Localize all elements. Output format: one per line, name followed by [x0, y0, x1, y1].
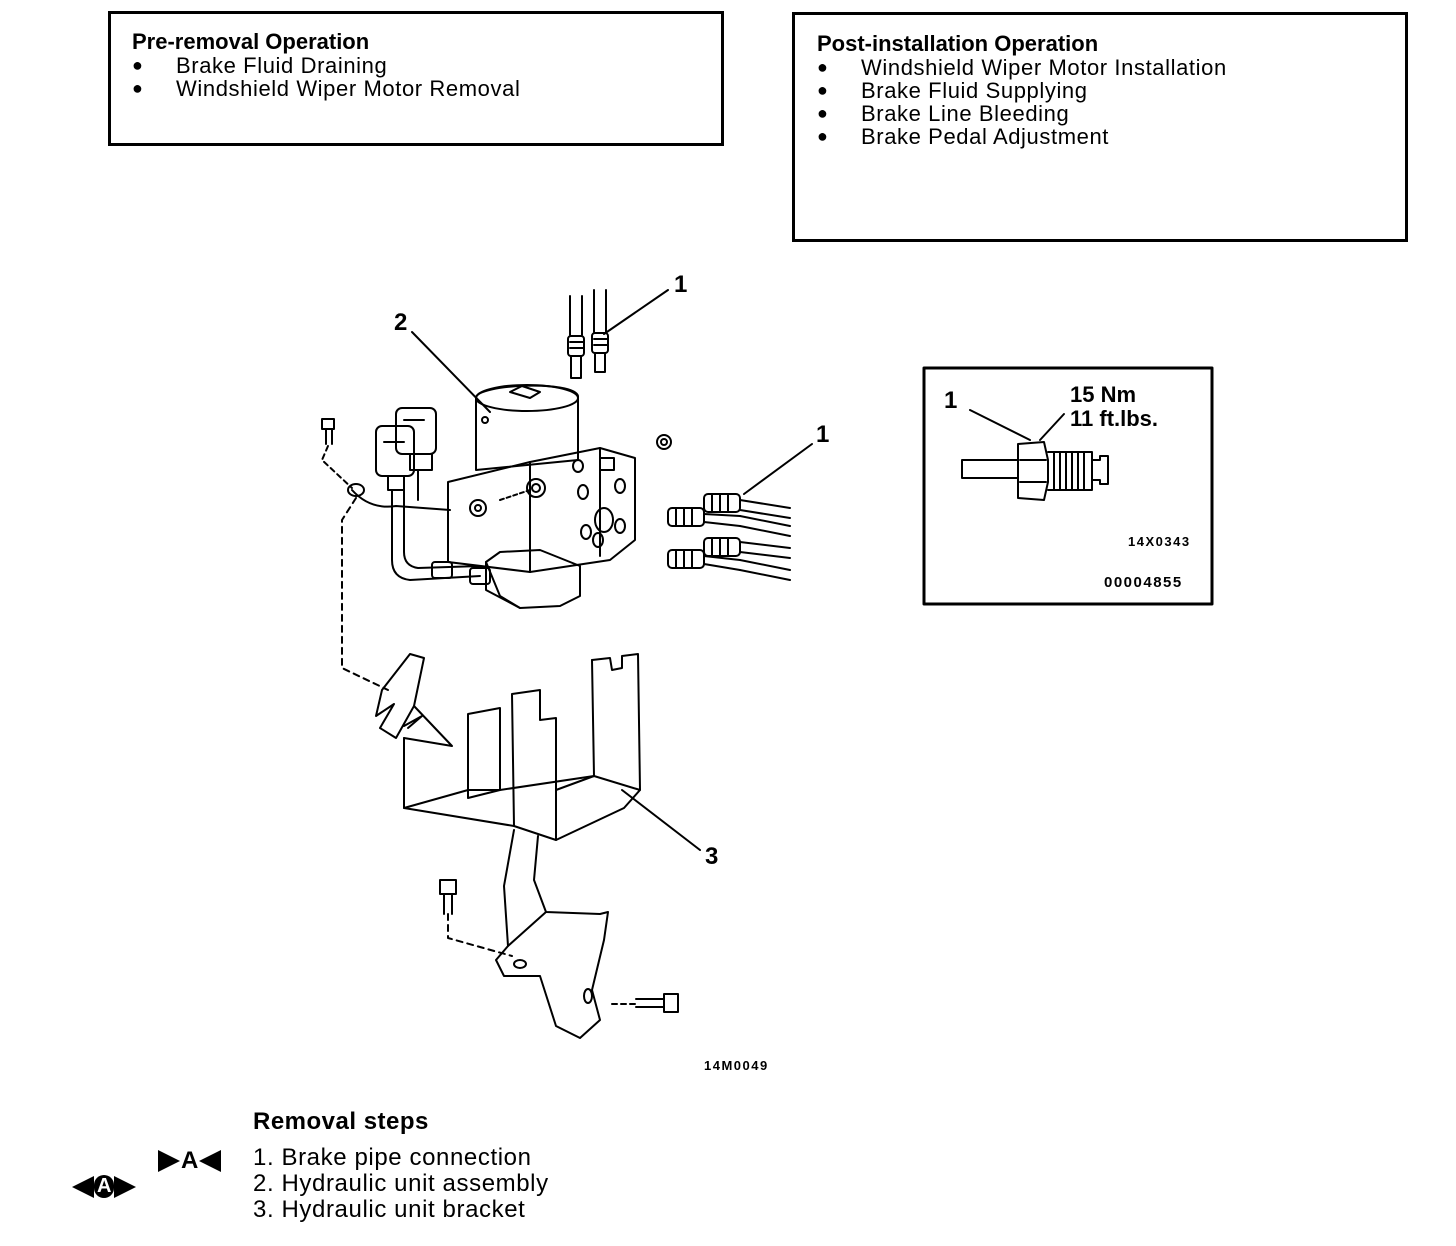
bullet-icon: ● — [817, 57, 829, 77]
removal-steps-title: Removal steps — [253, 1108, 429, 1135]
removal-steps-list: 1. Brake pipe connection 2. Hydraulic un… — [253, 1145, 549, 1223]
post-installation-operation-box: Post-installation Operation ● Windshield … — [792, 12, 1408, 242]
callout-2: 2 — [394, 309, 407, 336]
installation-service-point-marker: A — [158, 1147, 222, 1175]
list-item: ● Brake Fluid Supplying — [817, 79, 1405, 102]
arrow-right-icon — [158, 1150, 180, 1172]
list-item-label: Brake Fluid Draining — [176, 53, 388, 78]
list-item: ● Brake Line Bleeding — [817, 102, 1405, 125]
torque-ftlbs-label: 11 ft.lbs. — [1070, 406, 1158, 431]
brake-pipes-top-illustration — [567, 289, 609, 379]
brake-pipes-right-illustration — [667, 493, 791, 581]
figure-code: 14M0049 — [704, 1058, 769, 1073]
list-item-label: Windshield Wiper Motor Removal — [176, 76, 521, 101]
callout-1-top: 1 — [674, 271, 687, 298]
list-item-label: Brake Pedal Adjustment — [861, 124, 1110, 149]
removal-service-point-marker: A — [72, 1175, 137, 1198]
post-installation-list: ● Windshield Wiper Motor Installation ● Br… — [817, 56, 1405, 148]
torque-nm-label: 15 Nm — [1070, 382, 1136, 407]
bullet-icon: ● — [817, 103, 829, 123]
list-item: ● Brake Fluid Draining — [132, 54, 721, 77]
bullet-icon: ● — [817, 80, 829, 100]
inset-code-bottom: 00004855 — [1104, 574, 1183, 591]
list-item: ● Windshield Wiper Motor Installation — [817, 56, 1405, 79]
post-installation-title: Post-installation Operation — [817, 31, 1099, 56]
bullet-icon: ● — [132, 78, 144, 98]
list-item-label: Windshield Wiper Motor Installation — [861, 55, 1227, 80]
arrow-left-icon — [72, 1175, 94, 1198]
list-item: 1. Brake pipe connection — [253, 1144, 532, 1171]
bullet-icon: ● — [817, 126, 829, 146]
marker-letter: A — [181, 1147, 199, 1174]
list-item: ● Windshield Wiper Motor Removal — [132, 77, 721, 100]
bullet-icon: ● — [132, 55, 144, 75]
inset-code-top: 14X0343 — [1128, 534, 1191, 549]
marker-letter: A — [94, 1175, 115, 1198]
hydraulic-unit-illustration — [321, 384, 672, 609]
callout-3: 3 — [705, 843, 718, 870]
arrow-right-icon — [114, 1175, 137, 1198]
hydraulic-unit-bracket-illustration — [321, 445, 679, 1039]
inset-callout-1: 1 — [944, 387, 957, 414]
arrow-left-icon — [199, 1150, 222, 1172]
callout-1-right: 1 — [816, 421, 829, 448]
pre-removal-title: Pre-removal Operation — [132, 29, 370, 54]
list-item: 3. Hydraulic unit bracket — [253, 1196, 526, 1223]
pre-removal-list: ● Brake Fluid Draining ● Windshield Wiper … — [132, 54, 721, 100]
list-item: 2. Hydraulic unit assembly — [253, 1170, 549, 1197]
list-item-label: Brake Fluid Supplying — [861, 78, 1088, 103]
list-item-label: Brake Line Bleeding — [861, 101, 1070, 126]
torque-inset: 1 15 Nm 11 ft.lbs. 14X0343 00004855 — [922, 366, 1214, 606]
pre-removal-operation-box: Pre-removal Operation ● Brake Fluid Drain… — [108, 11, 724, 146]
list-item: ● Brake Pedal Adjustment — [817, 125, 1405, 148]
